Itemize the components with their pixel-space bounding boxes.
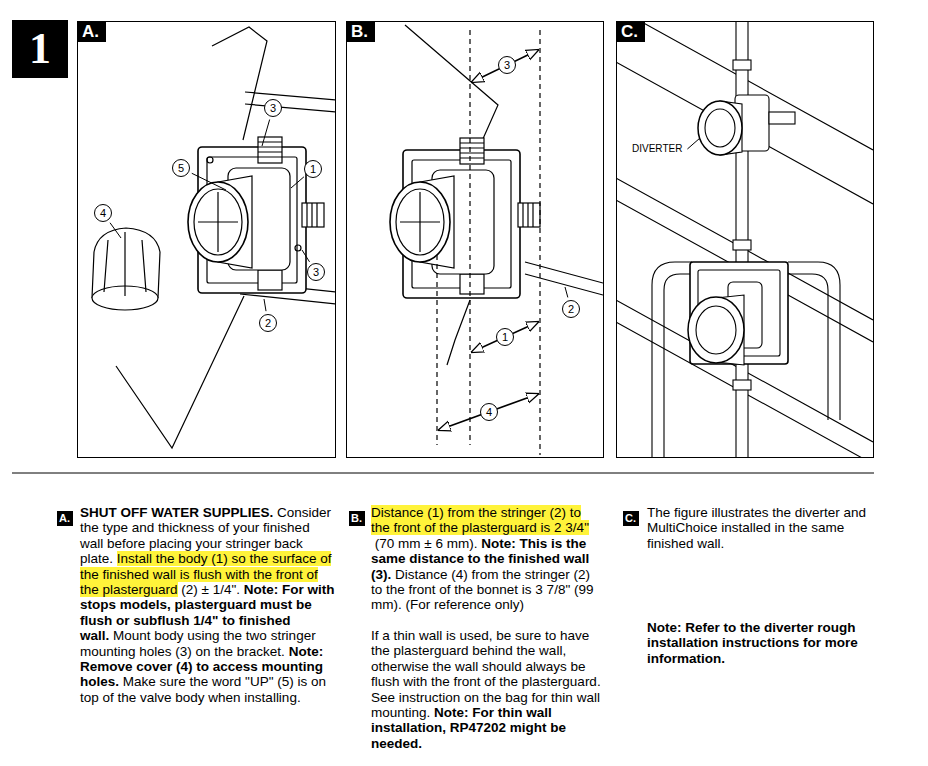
instruction-text: (2) ± 1/4". [181, 582, 240, 597]
figure-panel: B. [346, 21, 604, 458]
step-letter: C. [623, 511, 639, 526]
leader-line [565, 287, 568, 297]
valve-port [460, 143, 484, 158]
panel-letter: A. [78, 22, 106, 42]
valve-port [523, 203, 533, 227]
step-letter: B. [349, 511, 365, 526]
wall-outline [116, 296, 244, 448]
mounting-hole [207, 157, 213, 163]
plasterguard [400, 192, 440, 252]
pipe-fitting [733, 60, 751, 70]
wall-stud [617, 22, 873, 457]
callout-number: 4 [480, 403, 498, 421]
figure-panel: A. [77, 21, 336, 458]
callout-number: 4 [94, 204, 112, 222]
mounting-hole [295, 245, 301, 251]
pipe-fitting [733, 240, 751, 250]
callout-number: 3 [498, 56, 516, 74]
valve-port [258, 270, 282, 290]
callout-number: 2 [259, 314, 277, 332]
panel-letter: B. [347, 22, 375, 42]
plasterguard [390, 182, 450, 262]
step-letter: A. [57, 511, 73, 526]
valve-port [460, 274, 484, 294]
instruction-text: Distance (4) from the stringer (2) to th… [371, 567, 593, 613]
reference-line [437, 30, 540, 455]
instruction-paragraph: The figure illustrates the diverter and … [647, 505, 879, 551]
leader-line [687, 138, 700, 149]
figure-panel: C. [616, 21, 874, 458]
dimension-arrow [472, 50, 538, 82]
instruction-text: Mount body using the two stringer mounti… [80, 628, 316, 658]
plasterguard [194, 189, 242, 255]
valve-port [302, 203, 324, 227]
callout-number: 3 [264, 99, 282, 117]
wall-outline [212, 27, 267, 140]
valve-cap [688, 297, 744, 363]
supply-pipe [769, 112, 795, 124]
dimension-arrow [472, 322, 538, 352]
bold-note: Note: Refer to the diverter rough instal… [647, 620, 858, 666]
highlighted-text: Distance (1) from the stringer (2) to th… [371, 505, 589, 535]
callout-number: 1 [304, 160, 322, 178]
callout-number: 3 [307, 263, 325, 281]
valve-port [518, 203, 540, 227]
instruction-paragraph: Distance (1) from the stringer (2) to th… [371, 505, 603, 613]
callout-number: 1 [496, 328, 514, 346]
diverter-cap [698, 101, 742, 155]
stringer-board [245, 92, 335, 112]
step-number: 1 [29, 27, 51, 71]
cover-cap [104, 232, 146, 296]
valve-illustration [390, 25, 603, 455]
leader-line [291, 177, 304, 188]
valve-cap [696, 306, 736, 354]
valve-port [258, 142, 282, 157]
separator-rule [12, 473, 874, 474]
plasterguard [198, 192, 238, 252]
installation-illustration [617, 22, 873, 457]
leader-lines [110, 120, 700, 312]
valve-port [460, 138, 484, 164]
supply-pipe [652, 262, 692, 457]
valve-port [258, 137, 282, 163]
leader-line [302, 250, 310, 262]
wall-outline [405, 25, 498, 150]
stringer-board [525, 262, 603, 295]
leader-line [264, 299, 266, 311]
supply-pipe [788, 262, 840, 420]
instruction-paragraph: If a thin wall is used, be sure to have … [371, 628, 603, 751]
instruction-text: The figure illustrates the diverter and … [647, 505, 866, 551]
plasterguard [188, 182, 248, 262]
pipe-fitting [733, 380, 751, 390]
callout-number: 2 [562, 300, 580, 318]
leader-line [262, 120, 270, 146]
instruction-paragraph: Note: Refer to the diverter rough instal… [647, 620, 879, 666]
panel-letter: C. [617, 22, 645, 42]
bold-note: SHUT OFF WATER SUPPLIES. [80, 505, 273, 520]
valve-port [307, 203, 317, 227]
diverter-cap [705, 109, 735, 147]
wall-outline [447, 300, 470, 365]
part-label: DIVERTER [630, 143, 684, 155]
leader-line [110, 223, 121, 238]
instruction-paragraph: SHUT OFF WATER SUPPLIES.Consider the typ… [80, 505, 336, 705]
callout-number: 5 [172, 159, 190, 177]
leader-line [192, 173, 226, 190]
step-box: 1 [12, 20, 68, 78]
instruction-text: (70 mm ± 6 mm). [375, 536, 478, 551]
valve-illustration [92, 27, 335, 448]
dimension-arrow [439, 394, 538, 430]
plasterguard [396, 189, 444, 255]
